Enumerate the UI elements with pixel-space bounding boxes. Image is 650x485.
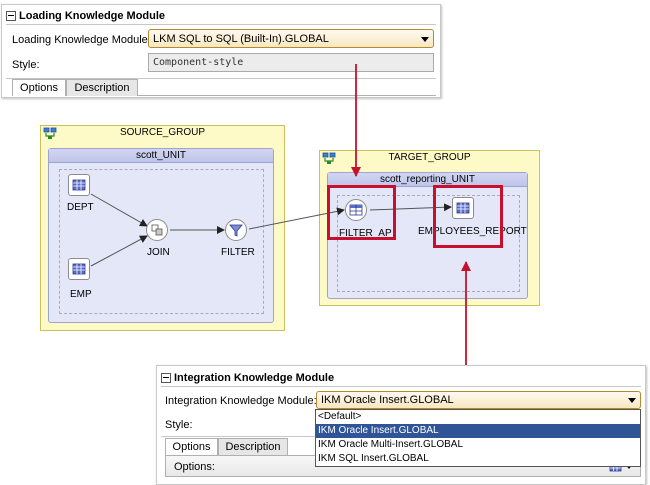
filter-label: FILTER [221,247,255,258]
unit-drop-area [59,169,264,314]
filter-node[interactable] [225,219,247,241]
filter-ap-label: FILTER_AP [339,228,392,239]
unit-drop-area [337,195,520,292]
lkm-module-label: Loading Knowledge Module: [12,34,151,46]
employees-report-highlight [433,185,503,248]
table-icon [72,179,86,191]
collapse-icon[interactable] [6,11,16,21]
lkm-style-label: Style: [12,59,40,71]
scott-reporting-unit[interactable]: scott_reporting_UNIT [327,172,528,299]
employees-report-label: EMPLOYEES_REPORT [418,226,527,237]
tab-label: Options [172,441,211,453]
lkm-style-field[interactable]: Component-style [148,53,434,72]
target-group-title: TARGET_GROUP [388,152,471,163]
emp-node[interactable] [68,258,90,280]
table-icon [72,263,86,275]
group-icon [43,127,57,139]
join-icon [151,224,163,236]
ikm-panel-title: Integration Knowledge Module [174,372,335,384]
dropdown-option[interactable]: <Default> [318,411,362,422]
employees-report-node[interactable] [452,197,474,219]
divider [6,24,436,25]
ikm-style-label: Style: [165,419,193,431]
ikm-panel-header[interactable]: Integration Knowledge Module [161,372,334,384]
join-node[interactable] [146,219,168,241]
ikm-tab-options[interactable]: Options [165,438,218,455]
tab-label: Options [20,82,58,94]
ikm-module-label: Integration Knowledge Module: [165,395,317,407]
dept-node[interactable] [68,174,90,196]
dept-label: DEPT [67,202,94,213]
tab-label: Description [74,82,130,94]
dropdown-option[interactable]: IKM Oracle Multi-Insert.GLOBAL [318,439,464,450]
dropdown-arrow-icon[interactable] [626,465,632,469]
lkm-module-value: LKM SQL to SQL (Built-In).GLOBAL [153,32,329,45]
staging-table-icon [349,204,363,216]
source-group-title: SOURCE_GROUP [119,127,205,138]
options-label: Options: [174,461,215,473]
lkm-panel: Loading Knowledge Module Loading Knowled… [1,4,441,98]
chevron-down-icon[interactable] [421,36,429,42]
divider [161,386,641,387]
lkm-tab-options[interactable]: Options [12,79,66,96]
ikm-module-select[interactable]: IKM Oracle Insert.GLOBAL [316,391,641,409]
tab-strip-line [138,95,436,96]
ikm-module-dropdown[interactable]: <Default> IKM Oracle Insert.GLOBAL IKM O… [315,409,641,467]
emp-label: EMP [70,289,92,300]
chevron-down-icon[interactable] [628,398,636,403]
filter-ap-highlight [327,185,396,240]
ikm-tab-description[interactable]: Description [218,438,288,455]
lkm-style-value: Component-style [153,57,244,68]
join-label: JOIN [147,247,170,258]
table-icon [456,202,470,214]
collapse-icon[interactable] [161,373,171,383]
ikm-module-value: IKM Oracle Insert.GLOBAL [321,394,454,406]
lkm-panel-header[interactable]: Loading Knowledge Module [6,10,165,22]
lkm-tab-description[interactable]: Description [66,79,138,96]
lkm-panel-title: Loading Knowledge Module [19,10,166,22]
divider [6,78,436,79]
group-icon [322,152,336,164]
filter-ap-node[interactable] [345,199,367,221]
lkm-module-select[interactable]: LKM SQL to SQL (Built-In).GLOBAL [148,29,434,48]
tab-label: Description [225,441,281,453]
scott-reporting-unit-title: scott_reporting_UNIT [328,173,527,187]
scott-unit-title: scott_UNIT [49,149,273,163]
dropdown-option-selected[interactable]: IKM Oracle Insert.GLOBAL [316,424,640,438]
filter-icon [229,224,243,237]
dropdown-option[interactable]: IKM SQL Insert.GLOBAL [318,453,429,464]
